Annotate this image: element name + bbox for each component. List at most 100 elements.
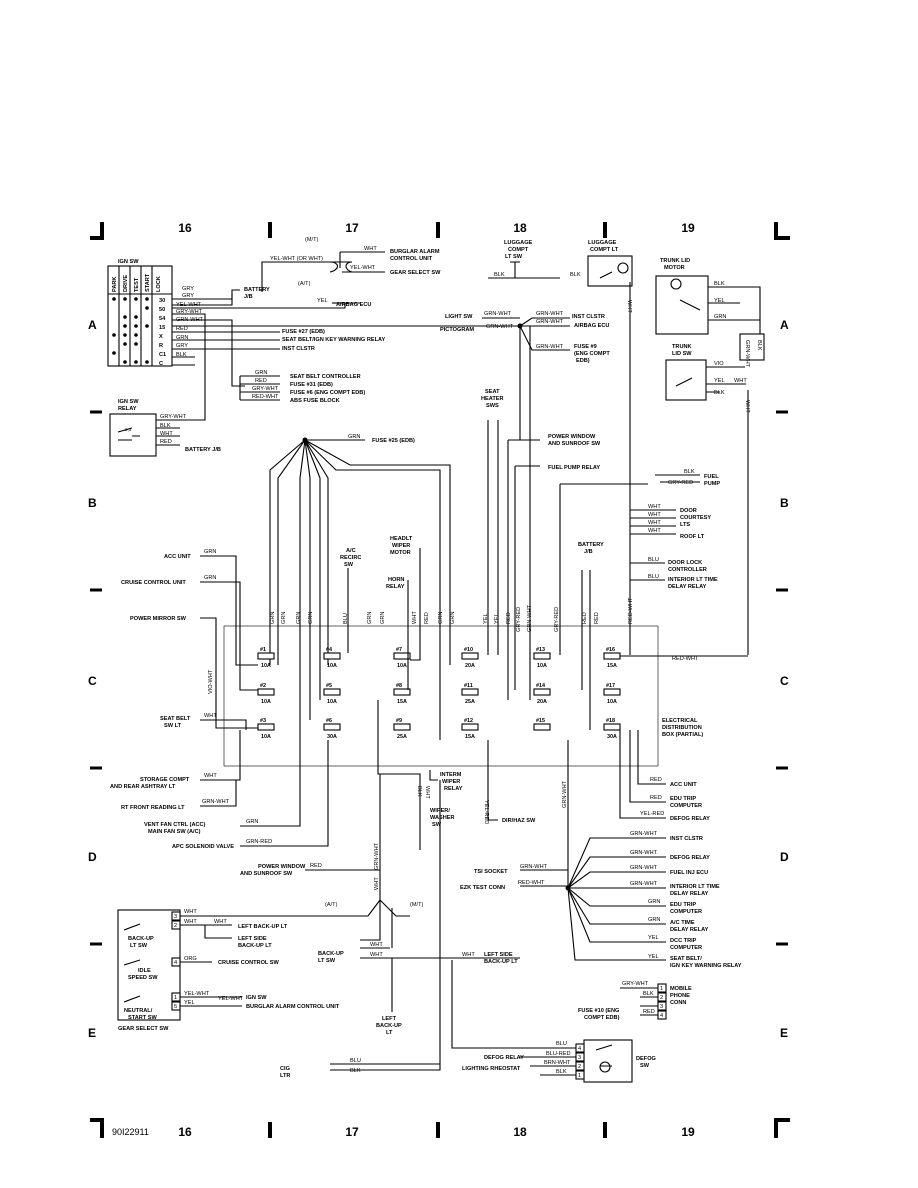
roof-lt-label: ROOF LT [680, 534, 705, 540]
battery-jb-2-label: BATTERY J/B [185, 447, 221, 453]
edb-wiring: GRN FUSE #25 (EDB) [223, 434, 659, 767]
inst-clstr-18-label: INST CLSTR [572, 314, 605, 320]
svg-text:WHT: WHT [744, 400, 750, 413]
svg-text:RED: RED [160, 439, 172, 445]
svg-text:RED: RED [310, 863, 322, 869]
ac-recirc-label-3: SW [344, 562, 354, 568]
svg-text:WHT: WHT [184, 909, 197, 915]
column-label-17-bottom: 17 [345, 1125, 359, 1139]
svg-text:15A: 15A [397, 699, 407, 705]
row-label-c-right: C [780, 674, 789, 688]
svg-text:#18: #18 [606, 718, 615, 724]
svg-text:BLU: BLU [343, 613, 349, 624]
svg-text:#16: #16 [606, 647, 615, 653]
svg-text:10A: 10A [261, 699, 271, 705]
svg-text:GRN-WHT: GRN-WHT [536, 344, 564, 350]
svg-text:GRY: GRY [182, 293, 194, 299]
svg-text:GRN-WHT: GRN-WHT [630, 850, 658, 856]
yel-wht-or-wht-label: YEL-WHT (OR WHT) [270, 256, 323, 262]
ign-contact-dots [112, 297, 149, 364]
row-label-b: B [88, 496, 97, 510]
luggage-lt-label-2: COMPT LT [590, 247, 619, 253]
edu-trip-d-label-1: EDU TRIP [670, 902, 696, 908]
seat-heater-label-1: SEAT [485, 389, 500, 395]
svg-text:YEL: YEL [494, 613, 500, 624]
gear-select-switch: BACK-UP LT SW IDLE SPEED SW NEUTRAL/ STA… [117, 780, 520, 1079]
cruise-sw-label: CRUISE CONTROL SW [218, 960, 280, 966]
svg-text:GRN: GRN [204, 549, 216, 555]
svg-text:(M/T): (M/T) [410, 902, 423, 908]
edu-trip-label-2: COMPUTER [670, 803, 702, 809]
svg-text:VIO-WHT: VIO-WHT [208, 669, 214, 694]
apc-label: APC SOLENOID VALVE [172, 844, 234, 850]
door-courtesy-label-1: DOOR [680, 508, 697, 514]
dcc-trip-label-2: COMPUTER [670, 945, 702, 951]
svg-text:4: 4 [174, 960, 177, 966]
trunk-motor-label-1: TRUNK LID [660, 258, 690, 264]
svg-text:GRN: GRN [648, 899, 660, 905]
mobile-phone-label-1: MOBILE [670, 986, 692, 992]
vent-fan-label-2: MAIN FAN SW (A/C) [148, 829, 201, 835]
burglar-label-1: BURGLAR ALARM [390, 249, 440, 255]
row-label-e: E [88, 1026, 96, 1040]
defog-relay-e-label: DEFOG RELAY [484, 1055, 524, 1061]
ign-position-test: TEST [134, 277, 140, 292]
svg-text:30A: 30A [607, 734, 617, 740]
svg-text:2: 2 [578, 1064, 581, 1070]
left-col16-wiring: GRN ACC UNIT GRN CRUISE CONTROL UNIT POW… [110, 549, 329, 850]
svg-text:BLU: BLU [648, 557, 659, 563]
svg-text:GRY-WHT: GRY-WHT [176, 309, 203, 315]
inst-clstr-d-label: INST CLSTR [670, 836, 703, 842]
svg-text:BRN-WHT: BRN-WHT [544, 1060, 571, 1066]
svg-text:WHT: WHT [626, 300, 632, 313]
svg-text:GRY: GRY [182, 286, 194, 292]
svg-text:#9: #9 [396, 718, 402, 724]
ign-position-park: PARK [112, 277, 118, 292]
ac-time-label-1: A/C TIME [670, 920, 695, 926]
svg-text:WHT: WHT [412, 611, 418, 624]
svg-text:WHT: WHT [204, 713, 217, 719]
svg-text:BLK: BLK [416, 786, 422, 797]
idle-speed-label-1: IDLE [138, 968, 151, 974]
fuel-pump-relay-label: FUEL PUMP RELAY [548, 465, 600, 471]
svg-text:GRY: GRY [176, 343, 188, 349]
left-backup-lt-label-2: BACK-UP [376, 1023, 402, 1029]
svg-text:GRN: GRN [450, 612, 456, 624]
pictogram-label: PICTOGRAM [440, 327, 474, 333]
wiper-washer-label-2: WASHER [430, 815, 455, 821]
svg-text:#7: #7 [396, 647, 402, 653]
cig-ltr-label-2: LTR [280, 1073, 290, 1079]
svg-text:GRN: GRN [255, 370, 267, 376]
fuse-feed-labels: GRN GRN GRN GRN BLU GRN GRN WHT RED GRN … [208, 597, 634, 694]
left-backup-lt-label-3: LT [386, 1030, 393, 1036]
svg-text:GRN: GRN [367, 612, 373, 624]
svg-text:RED-WHT: RED-WHT [518, 880, 545, 886]
svg-text:GRN: GRN [246, 819, 258, 825]
dcc-trip-label-1: DCC TRIP [670, 938, 697, 944]
top-col17-wiring: (M/T) YEL-WHT (OR WHT) (A/T) WHT YEL-WHT… [261, 237, 441, 308]
seat-heater-label-2: HEATER [481, 396, 504, 402]
ign-terminal-x: X [159, 334, 163, 340]
svg-text:GRN-WHT: GRN-WHT [562, 780, 568, 808]
svg-text:RED: RED [176, 326, 188, 332]
left-side-backup-label-1: LEFT SIDE [238, 936, 267, 942]
backup-lt-sw-label-1: BACK-UP [128, 936, 154, 942]
svg-text:10A: 10A [537, 663, 547, 669]
wiper-washer-label-3: SW [432, 822, 442, 828]
ezk-label: EZK TEST CONN [460, 885, 505, 891]
interior-lt-d-label-2: DELAY RELAY [670, 891, 709, 897]
svg-text:#14: #14 [536, 683, 545, 689]
svg-text:GRY-WHT: GRY-WHT [160, 414, 187, 420]
svg-text:10A: 10A [327, 699, 337, 705]
svg-text:BLK: BLK [556, 1069, 567, 1075]
svg-text:#3: #3 [260, 718, 266, 724]
ign-switch-wiring: GRY GRY YEL-WHT GRY-WHT GRN-WHT RED GRN … [160, 286, 520, 421]
svg-text:BLK: BLK [160, 423, 171, 429]
